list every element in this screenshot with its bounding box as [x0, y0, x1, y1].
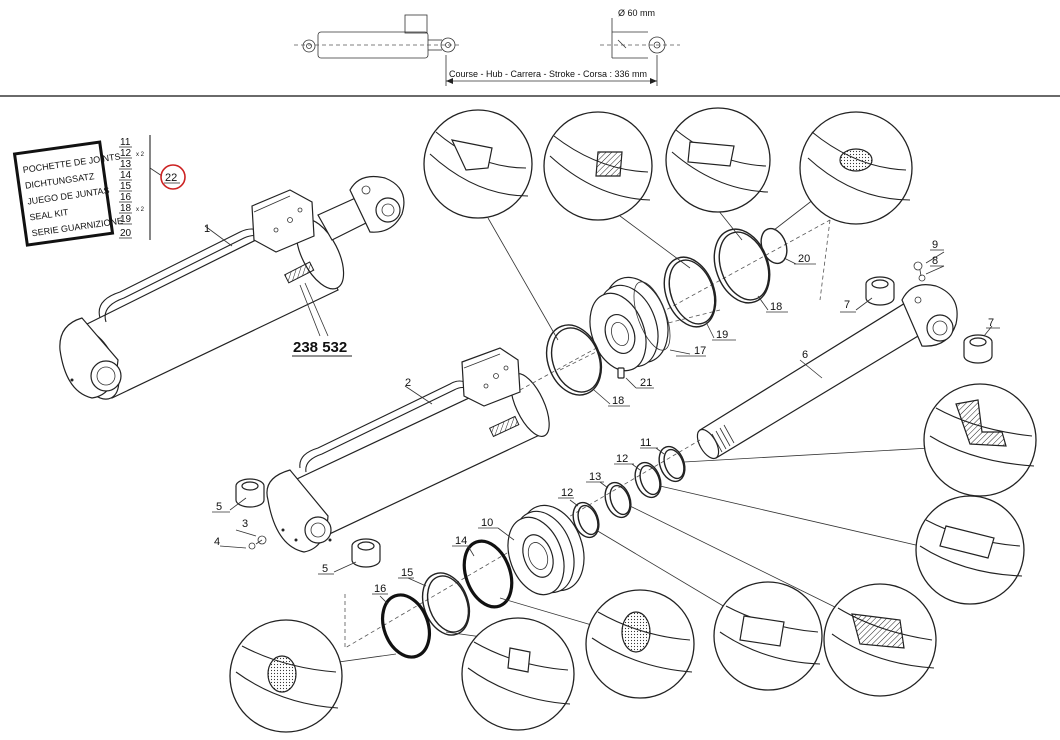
detail-circle-seal-19 — [543, 111, 653, 221]
kit-part-ref: 13 — [120, 159, 132, 170]
piston-head: 17 — [589, 276, 706, 372]
callout-18b: 18 — [770, 301, 782, 313]
diameter-label: Ø 60 mm — [618, 8, 655, 18]
callout-12a: 12 — [561, 487, 573, 499]
callout-16: 16 — [374, 583, 386, 595]
kit-part-qty: x 2 — [136, 152, 145, 158]
bushing-7-left: 7 — [840, 276, 895, 313]
detail-circle-seal-13 — [823, 583, 937, 697]
part-number: 238 532 — [293, 339, 347, 356]
callout-8: 8 — [932, 255, 938, 267]
callout-5b: 5 — [322, 563, 328, 575]
callout-3: 3 — [242, 518, 248, 530]
callout-5a: 5 — [216, 501, 222, 513]
bushing-5-upper: 5 — [212, 478, 265, 513]
callout-7b: 7 — [988, 317, 994, 329]
bushing-5-lower: 5 — [318, 538, 381, 575]
cylinder-head: 10 — [478, 504, 585, 596]
seal-ring-13: 13 — [586, 471, 632, 519]
kit-part-ref: 11 — [120, 137, 131, 148]
stroke-dimension: Course - Hub - Carrera - Stroke - Corsa … — [445, 55, 658, 86]
callout-13: 13 — [589, 471, 601, 483]
bushing-7-right: 7 — [963, 317, 1000, 364]
callout-17: 17 — [694, 345, 706, 357]
seal-ring-12-upper: 12 — [614, 453, 662, 499]
callout-21: 21 — [640, 377, 652, 389]
detail-circle-seal-11 — [923, 383, 1037, 497]
callout-15: 15 — [401, 567, 413, 579]
callout-10: 10 — [481, 517, 493, 529]
callout-7a: 7 — [844, 299, 850, 311]
callout-1: 1 — [204, 223, 210, 235]
seal-ring-12-lower: 12 — [558, 487, 600, 539]
detail-circle-seal-16 — [229, 619, 343, 733]
seal-ring-18-left: 18 — [545, 324, 630, 407]
callout-2: 2 — [405, 377, 411, 389]
seal-ring-11: 11 — [640, 437, 686, 483]
grease-nipple: 3 4 — [214, 518, 267, 550]
header-dimension-sketch: Ø 60 mm Course - Hub - Carrera - Stroke … — [294, 8, 680, 86]
seal-ring-18-right: 18 — [713, 228, 788, 313]
detail-circle-seal-14 — [585, 589, 695, 699]
assembled-cylinder: 238 532 1 — [59, 175, 405, 400]
kit-part-ref: 15 — [120, 181, 132, 192]
callout-9: 9 — [932, 239, 938, 251]
kit-part-ref: 14 — [120, 170, 132, 181]
callout-12b: 12 — [616, 453, 628, 465]
rod-diameter-sketch: Ø 60 mm — [600, 8, 680, 59]
kit-part-ref: 19 — [120, 214, 132, 225]
cylinder-thumbnail — [294, 14, 462, 59]
kit-part-qty: x 2 — [136, 207, 145, 213]
callout-14: 14 — [455, 535, 467, 547]
callout-6: 6 — [802, 349, 808, 361]
grease-nipple-rod: 9 8 — [913, 239, 945, 282]
detail-circle-seal-12 — [915, 495, 1025, 605]
kit-part-ref: 20 — [120, 228, 132, 239]
callout-19: 19 — [716, 329, 728, 341]
kit-highlight-circle — [160, 164, 186, 190]
callout-20: 20 — [798, 253, 810, 265]
seal-ring-16: 16 — [372, 583, 431, 659]
detail-circle-seal-18b — [665, 107, 771, 213]
callout-4: 4 — [214, 536, 220, 548]
piston-rod: 6 — [696, 284, 958, 460]
seal-kit-parts-list: 11 12 x 2 13 14 15 16 18 x 2 19 20 22 — [119, 135, 186, 240]
seal-ring-14: 14 — [452, 535, 514, 609]
detail-circle-seal-18 — [423, 109, 533, 219]
kit-part-ref: 18 — [120, 203, 132, 214]
callout-18a: 18 — [612, 395, 624, 407]
seal-kit-number: 22 — [165, 172, 177, 184]
kit-part-ref: 12 — [120, 148, 132, 159]
callout-11: 11 — [640, 437, 651, 449]
set-screw-21: 21 — [617, 367, 654, 389]
detail-circle-seal-15 — [461, 617, 575, 731]
detail-circle-seal-12b — [713, 581, 823, 691]
seal-ring-20: 20 — [760, 227, 816, 265]
kit-part-ref: 16 — [120, 192, 132, 203]
cylinder-body: 2 — [266, 347, 550, 553]
detail-circle-seal-20 — [799, 111, 913, 225]
stroke-label: Course - Hub - Carrera - Stroke - Corsa … — [449, 69, 647, 79]
seal-kit-box: POCHETTE DE JOINTS DICHTUNGSATZ JUEGO DE… — [12, 140, 124, 247]
